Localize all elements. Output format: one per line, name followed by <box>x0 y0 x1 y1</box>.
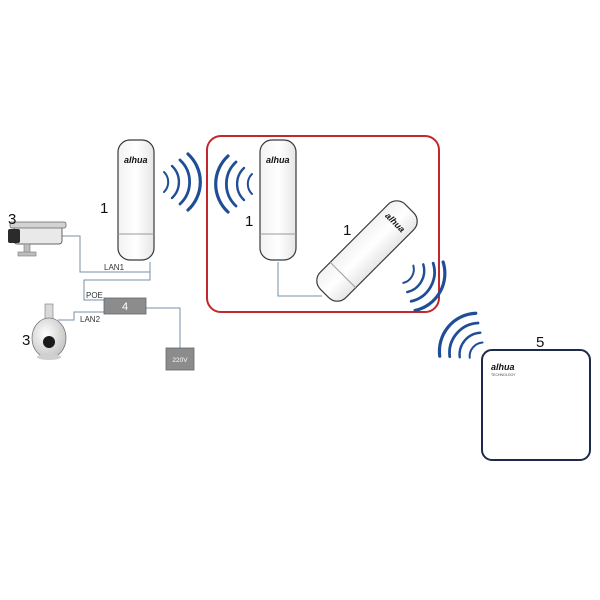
label-cpe-left: 1 <box>100 200 108 217</box>
wifi-wave-icon <box>214 154 253 214</box>
label-cpe-bridge-a: 1 <box>245 213 253 230</box>
receiver-logo-sub: TECHNOLOGY <box>491 373 516 377</box>
cpe-logo: alhua <box>124 155 148 165</box>
label-cpe-bridge-b: 1 <box>343 222 351 239</box>
label-camera-top: 3 <box>8 211 16 228</box>
poe-switch: 4 <box>103 297 147 315</box>
bullet-camera-icon <box>8 221 67 257</box>
wifi-wave-icon <box>437 311 484 359</box>
power-supply: 220V <box>165 347 195 371</box>
label-receiver: 5 <box>536 334 544 351</box>
label-power: 220V <box>172 357 188 364</box>
bridge-wire <box>277 262 322 297</box>
receiver-logo: alhua <box>491 362 515 372</box>
highlight-box <box>206 135 440 313</box>
poe-wire <box>83 262 151 301</box>
power-wire <box>146 307 181 350</box>
dome-camera-icon <box>31 303 67 360</box>
label-lan2: LAN2 <box>80 315 101 324</box>
receiver-device: alhua TECHNOLOGY <box>481 349 591 461</box>
lan2-wire <box>58 311 104 321</box>
cpe-left: alhua <box>117 139 155 261</box>
cpe-bridge-a: alhua <box>259 139 297 261</box>
label-switch: 4 <box>122 301 128 313</box>
wifi-wave-icon <box>163 152 202 212</box>
label-lan1: LAN1 <box>104 263 125 272</box>
label-camera-bottom: 3 <box>22 332 30 349</box>
wiring <box>58 235 322 350</box>
cpe-bridge-b: alhua <box>316 200 418 302</box>
cpe-logo: alhua <box>266 155 290 165</box>
label-poe: POE <box>86 291 103 300</box>
wifi-wave-icon <box>402 260 447 313</box>
